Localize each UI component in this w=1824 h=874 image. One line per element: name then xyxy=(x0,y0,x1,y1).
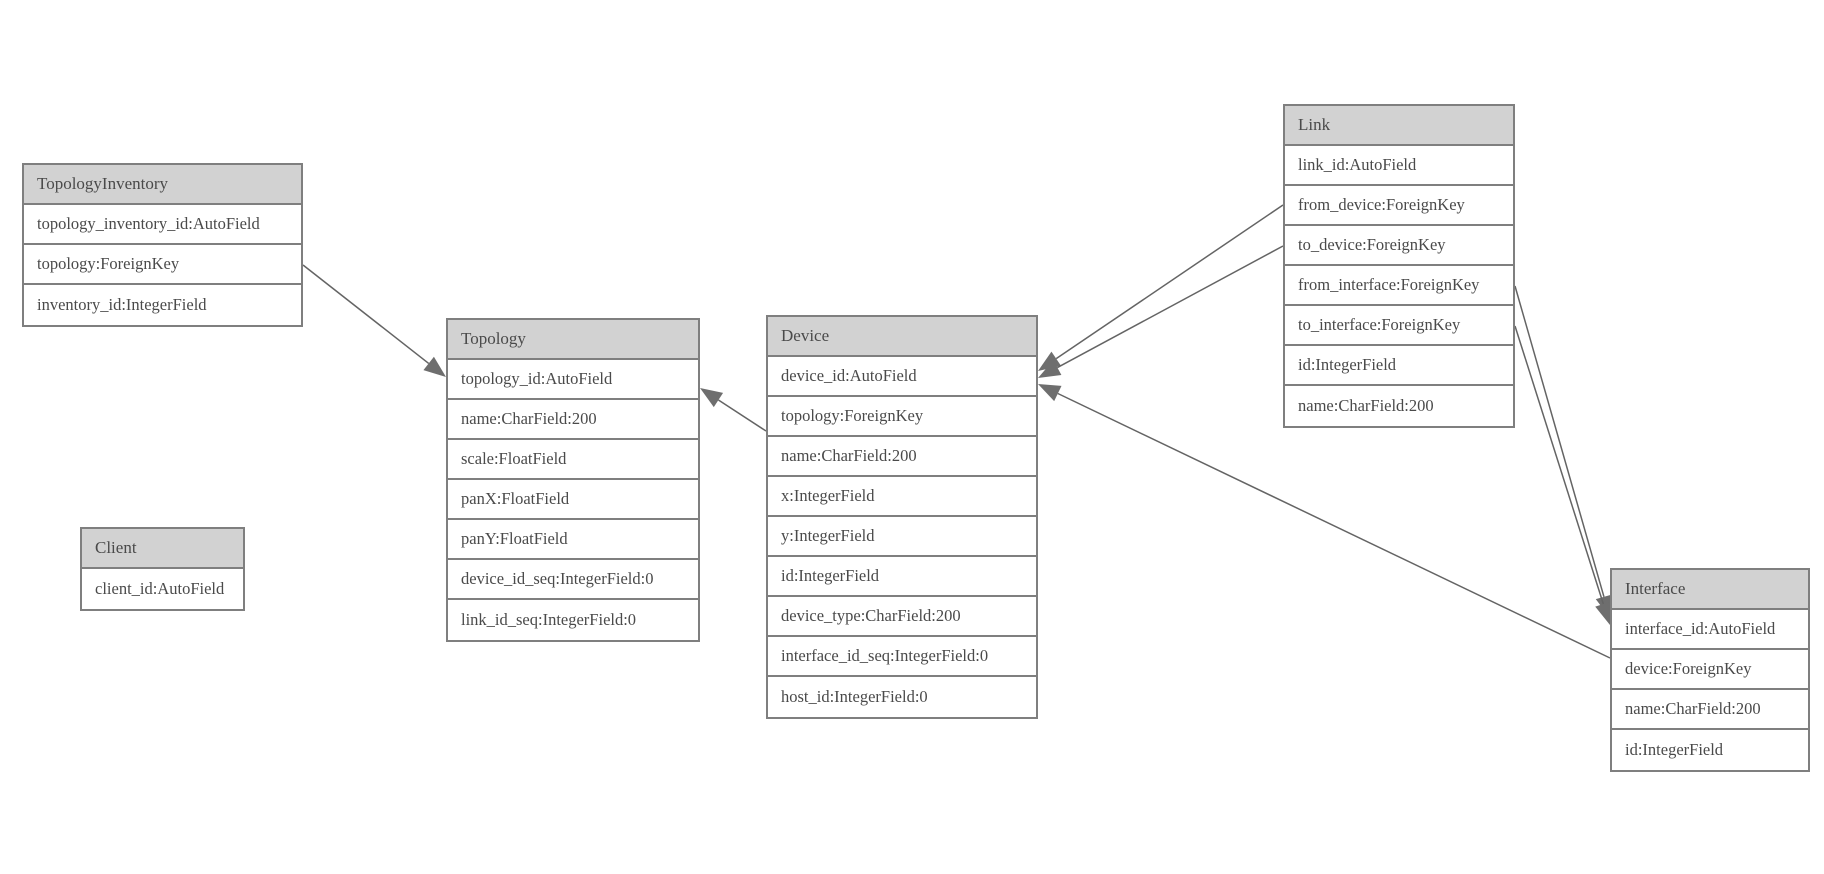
entity-field-row: from_interface:ForeignKey xyxy=(1285,266,1513,306)
entity-title: Link xyxy=(1285,106,1513,146)
entity-title: Device xyxy=(768,317,1036,357)
entity-field-row: device_id_seq:IntegerField:0 xyxy=(448,560,698,600)
entity-field-row: topology:ForeignKey xyxy=(768,397,1036,437)
relationship-line xyxy=(718,399,767,432)
entity-field-row: topology_inventory_id:AutoField xyxy=(24,205,301,245)
entity-field-row: id:IntegerField xyxy=(1612,730,1808,770)
entity-field-row: link_id:AutoField xyxy=(1285,146,1513,186)
arrowhead-icon xyxy=(1595,601,1612,625)
arrowhead-icon xyxy=(423,356,446,377)
entity-field-row: panX:FloatField xyxy=(448,480,698,520)
entity-field-row: topology_id:AutoField xyxy=(448,360,698,400)
entity-field-row: link_id_seq:IntegerField:0 xyxy=(448,600,698,640)
relationship-line xyxy=(1514,285,1605,598)
entity-title: TopologyInventory xyxy=(24,165,301,205)
entity-field-row: id:IntegerField xyxy=(768,557,1036,597)
arrowhead-icon xyxy=(1038,351,1061,371)
entity-field-row: device_id:AutoField xyxy=(768,357,1036,397)
entity-field-row: scale:FloatField xyxy=(448,440,698,480)
entity-field-row: interface_id_seq:IntegerField:0 xyxy=(768,637,1036,677)
arrowhead-icon xyxy=(1038,384,1062,402)
entity-field-row: host_id:IntegerField:0 xyxy=(768,677,1036,717)
entity-field-row: y:IntegerField xyxy=(768,517,1036,557)
arrowhead-icon xyxy=(1038,360,1062,378)
relationship-line xyxy=(1055,204,1284,360)
entity-field-row: name:CharField:200 xyxy=(448,400,698,440)
entity-field-row: id:IntegerField xyxy=(1285,346,1513,386)
relationship-line xyxy=(1057,392,1611,659)
entity-field-row: device:ForeignKey xyxy=(1612,650,1808,690)
relationship-line xyxy=(1057,245,1284,369)
entity-field-row: device_type:CharField:200 xyxy=(768,597,1036,637)
entity-field-row: name:CharField:200 xyxy=(768,437,1036,477)
entity-field-row: panY:FloatField xyxy=(448,520,698,560)
entity-field-row: name:CharField:200 xyxy=(1285,386,1513,426)
entity-field-row: to_device:ForeignKey xyxy=(1285,226,1513,266)
entity-title: Interface xyxy=(1612,570,1808,610)
entity-title: Topology xyxy=(448,320,698,360)
entity-field-row: topology:ForeignKey xyxy=(24,245,301,285)
entity-field-row: inventory_id:IntegerField xyxy=(24,285,301,325)
relationship-line xyxy=(1514,325,1605,605)
entity-title: Client xyxy=(82,529,243,569)
entity-field-row: interface_id:AutoField xyxy=(1612,610,1808,650)
arrowhead-icon xyxy=(700,388,724,408)
entity-field-row: client_id:AutoField xyxy=(82,569,243,609)
entity-field-row: from_device:ForeignKey xyxy=(1285,186,1513,226)
entity-field-row: x:IntegerField xyxy=(768,477,1036,517)
relationship-line xyxy=(302,264,430,365)
entity-field-row: name:CharField:200 xyxy=(1612,690,1808,730)
entity-field-row: to_interface:ForeignKey xyxy=(1285,306,1513,346)
